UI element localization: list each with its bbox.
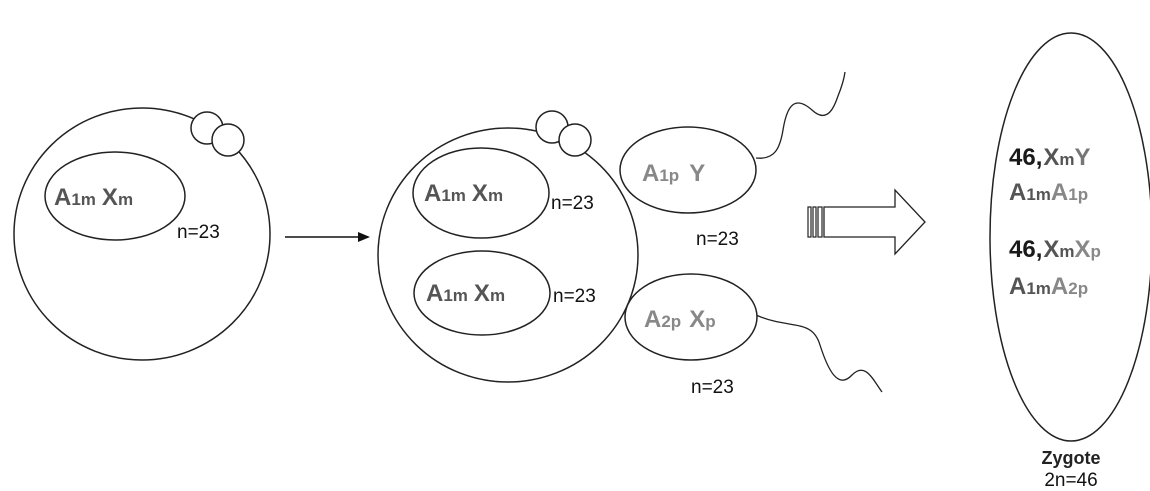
polar-body-2 xyxy=(558,123,592,157)
sperm-1-head xyxy=(619,126,757,214)
sperm-2-tail xyxy=(755,314,883,393)
sperm-2-head xyxy=(624,273,758,361)
zygote-label: Zygote xyxy=(1041,448,1100,468)
zygote-ploidy: 2n=46 xyxy=(1044,470,1097,491)
oocyte-cell xyxy=(13,107,271,361)
maternal-nucleus-2 xyxy=(413,250,551,336)
sperm-1-ploidy: n=23 xyxy=(696,229,739,250)
zygote-karyotype-1: 46,XmY xyxy=(1009,144,1091,171)
zygote-genotype-2: A1mA2p xyxy=(1009,273,1088,300)
zygote: 46,XmY A1mA1p 46,XmXp A1mA2p Zygote 2n=4… xyxy=(989,32,1150,491)
zygote-genotype-1: A1mA1p xyxy=(1009,179,1088,206)
block-arrow xyxy=(807,188,926,256)
sperm-1-tail xyxy=(755,71,846,159)
maternal-nucleus-2-ploidy: n=23 xyxy=(553,286,596,307)
zygote-karyotype-2: 46,XmXp xyxy=(1009,236,1101,263)
oocyte-ploidy: n=23 xyxy=(177,222,220,243)
sperm-2-ploidy: n=23 xyxy=(691,377,734,398)
oocyte-nucleus xyxy=(44,151,186,241)
maternal-nucleus-1 xyxy=(412,147,550,239)
polar-body-2 xyxy=(211,123,245,157)
fertilized-egg-cell xyxy=(377,127,639,383)
maternal-nucleus-1-ploidy: n=23 xyxy=(551,193,594,214)
zygote-cell xyxy=(989,32,1150,442)
